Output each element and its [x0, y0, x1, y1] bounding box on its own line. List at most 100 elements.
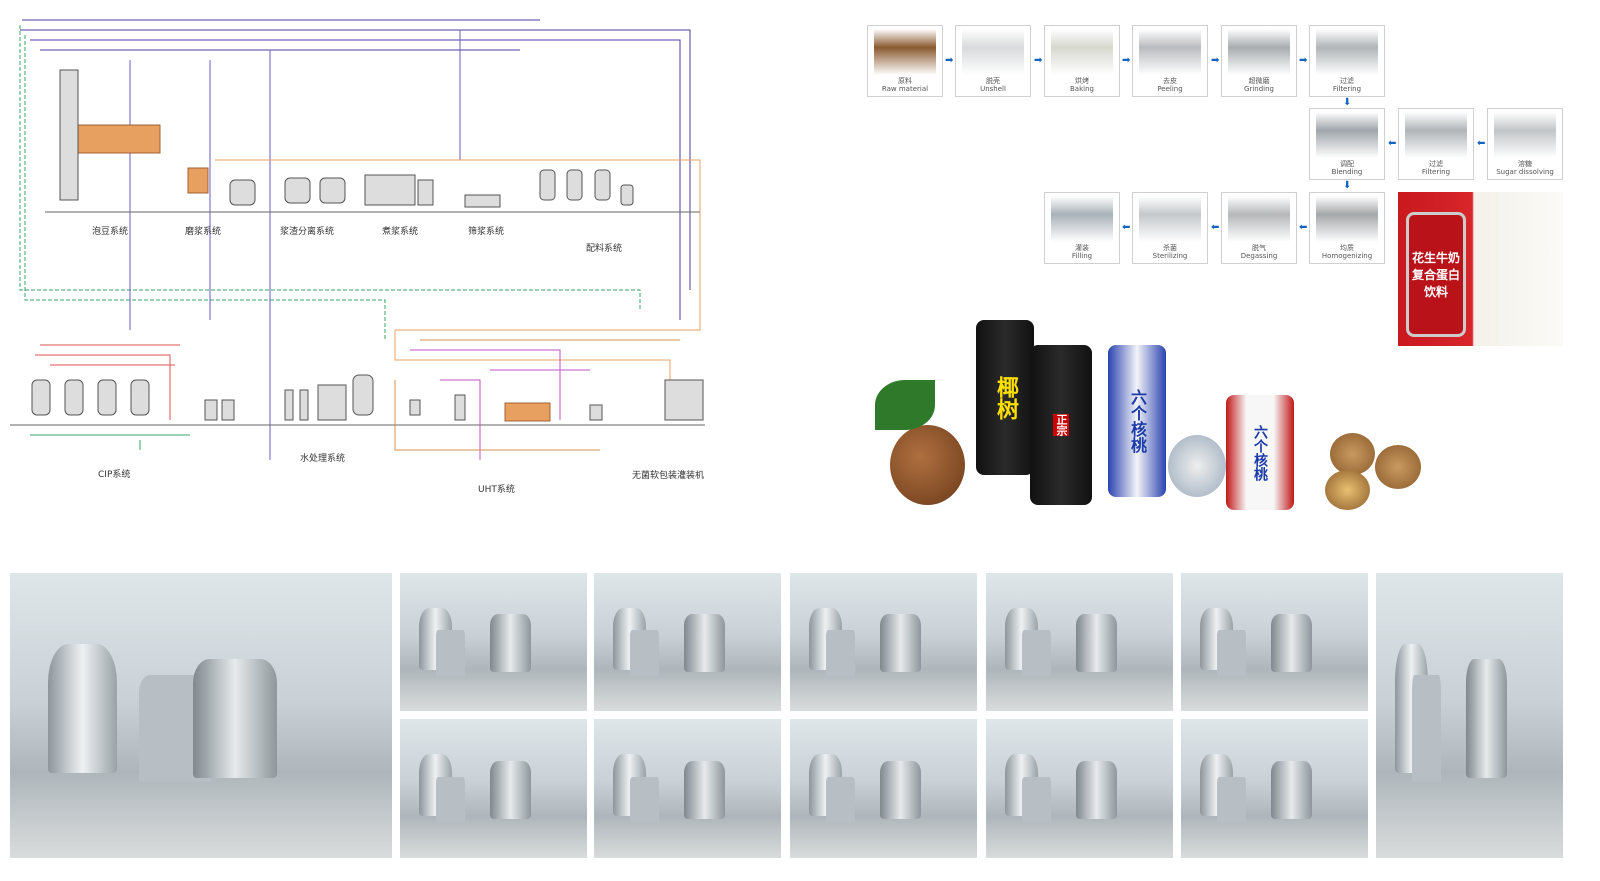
- equipment-image: [1405, 112, 1467, 158]
- step-label-en: Filling: [1071, 252, 1093, 260]
- walnut-can-lid: [1168, 435, 1226, 497]
- equipment-image: [1228, 29, 1290, 75]
- step-label-en: Filtering: [1332, 85, 1362, 93]
- step-label-en: Sterilizing: [1152, 252, 1188, 260]
- factory-photo: [594, 719, 781, 858]
- step-label-cn: 灌装: [1075, 244, 1089, 252]
- step-label-cn: 原料: [898, 77, 912, 85]
- flow-arrow-icon: ⬅: [1211, 222, 1220, 233]
- system-label-uht: UHT系统: [478, 485, 515, 495]
- factory-photo: [1181, 573, 1368, 711]
- equipment-image: [962, 29, 1024, 75]
- step-label-en: Peeling: [1157, 85, 1183, 93]
- step-label-cn: 烘烤: [1075, 77, 1089, 85]
- step-label-en: Homogenizing: [1321, 252, 1373, 260]
- step-label-en: Sugar dissolving: [1496, 168, 1554, 176]
- system-label-soaking: 泡豆系统: [92, 227, 129, 237]
- flow-arrow-icon: ➡: [1034, 55, 1043, 66]
- step-label-cn: 脱壳: [986, 77, 1000, 85]
- factory-photo: [400, 719, 587, 858]
- step-label-en: Blending: [1331, 168, 1363, 176]
- system-label-cip: CIP系统: [98, 470, 131, 480]
- products-photo: 椰树 正宗 六个核桃 六个核桃: [870, 315, 1430, 520]
- factory-photo: [790, 573, 977, 711]
- equipment-image: [874, 29, 936, 75]
- factory-photo: [986, 719, 1173, 858]
- flow-arrow-icon: ➡: [945, 55, 954, 66]
- system-label-separation: 浆渣分离系统: [280, 227, 335, 237]
- coconut-image: [890, 425, 965, 505]
- step-label-en: Degassing: [1240, 252, 1278, 260]
- flow-arrow-icon: ⬇: [1343, 180, 1352, 191]
- coconut-can: 椰树: [976, 320, 1034, 475]
- peanut-can-label: 花生牛奶复合蛋白饮料: [1406, 212, 1466, 337]
- flow-arrow-icon: ⬇: [1343, 97, 1352, 108]
- equipment-image: [1316, 196, 1378, 242]
- step-label-cn: 脱气: [1252, 244, 1266, 252]
- equipment-image: [1228, 196, 1290, 242]
- equipment-image: [1139, 196, 1201, 242]
- system-label-filler: 无菌软包装灌装机: [632, 471, 705, 481]
- system-label-screening: 筛浆系统: [468, 227, 505, 237]
- walnut-can-red: 六个核桃: [1226, 395, 1294, 510]
- step-label-en: Filtering: [1421, 168, 1451, 176]
- factory-photo: [1376, 573, 1563, 858]
- flow-arrow-icon: ➡: [1299, 55, 1308, 66]
- step-label-cn: 去皮: [1163, 77, 1177, 85]
- milk-can-photo: 花生牛奶复合蛋白饮料: [1398, 192, 1563, 346]
- step-label-en: Grinding: [1244, 85, 1274, 93]
- flow-arrow-icon: ➡: [1211, 55, 1220, 66]
- step-label-cn: 杀菌: [1163, 244, 1177, 252]
- system-label-water: 水处理系统: [300, 454, 346, 464]
- step-label-en: Unshell: [980, 85, 1006, 93]
- leaf-image: [875, 380, 935, 430]
- step-label-cn: 调配: [1340, 160, 1354, 168]
- step-label-cn: 过滤: [1429, 160, 1443, 168]
- equipment-image: [1051, 29, 1113, 75]
- coconut-can-label: 椰树: [993, 375, 1018, 420]
- flow-arrow-icon: ⬅: [1477, 138, 1486, 149]
- system-label-batching: 配料系统: [586, 244, 623, 254]
- step-label-cn: 过滤: [1340, 77, 1354, 85]
- factory-photo: [10, 573, 392, 858]
- walnut-image-3: [1325, 470, 1370, 510]
- factory-photo: [400, 573, 587, 711]
- equipment-image: [1316, 29, 1378, 75]
- walnut-can: 六个核桃: [1108, 345, 1166, 497]
- factory-photo: [1181, 719, 1368, 858]
- step-label-cn: 溶糖: [1518, 160, 1532, 168]
- factory-photo: [594, 573, 781, 711]
- factory-photo: [986, 573, 1173, 711]
- flow-arrow-icon: ⬅: [1122, 222, 1131, 233]
- equipment-image: [1139, 29, 1201, 75]
- flow-arrow-icon: ⬅: [1388, 138, 1397, 149]
- system-label-grinding: 磨浆系统: [185, 227, 222, 237]
- coconut-brand-label: 正宗: [1053, 414, 1069, 436]
- equipment-image: [1494, 112, 1556, 158]
- flow-arrow-icon: ⬅: [1299, 222, 1308, 233]
- equipment-image: [1051, 196, 1113, 242]
- coconut-can-2: 正宗: [1030, 345, 1092, 505]
- flow-arrow-icon: ➡: [1122, 55, 1131, 66]
- walnut-image: [1330, 433, 1375, 475]
- walnut-can-label: 六个核桃: [1128, 389, 1147, 453]
- step-label-cn: 均质: [1340, 244, 1354, 252]
- equipment-image: [1316, 112, 1378, 158]
- system-label-boiling: 煮浆系统: [382, 227, 419, 237]
- step-label-en: Raw material: [881, 85, 929, 93]
- factory-photo: [790, 719, 977, 858]
- walnut-image-2: [1375, 445, 1421, 489]
